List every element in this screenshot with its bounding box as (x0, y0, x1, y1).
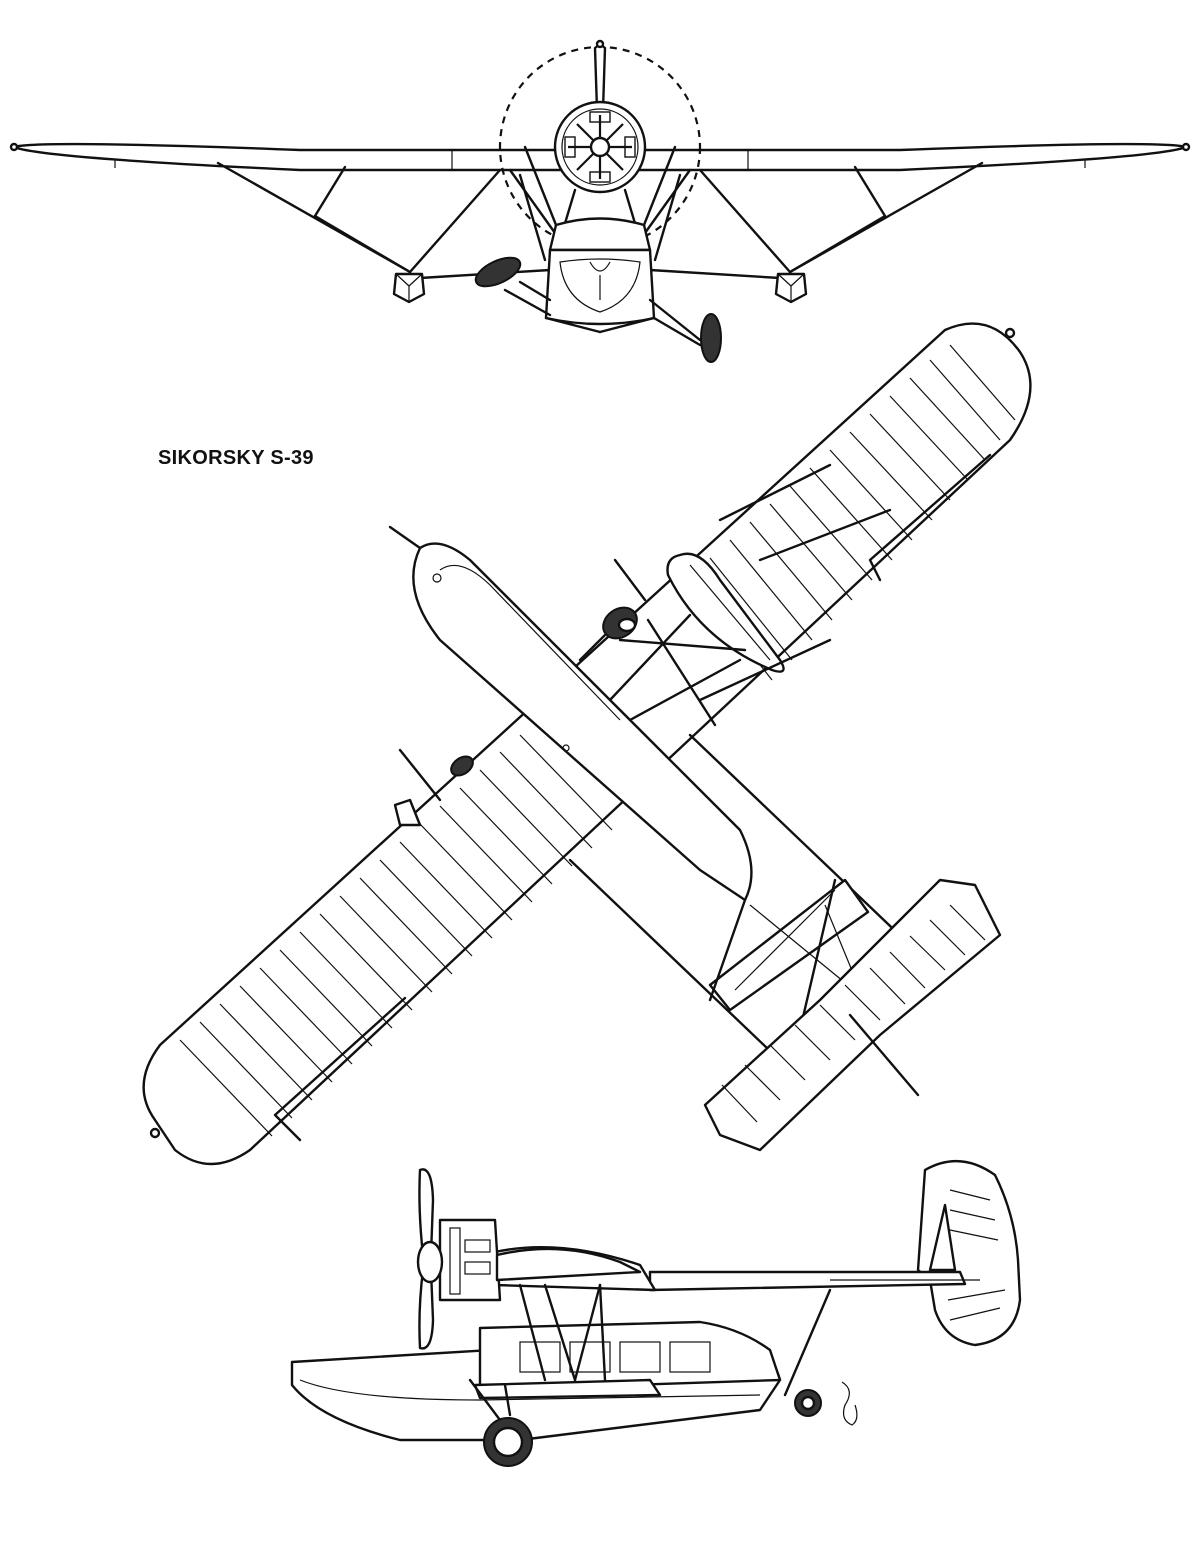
wheel-left (474, 256, 522, 288)
radial-engine (553, 100, 647, 194)
wingtip-light-left (9, 142, 19, 152)
horizontal-tail (703, 878, 1002, 1152)
side-engine (438, 1218, 502, 1302)
side-propeller (416, 1168, 444, 1350)
top-view (142, 322, 1032, 1166)
aileron-right (868, 453, 992, 582)
drawing-title: SIKORSKY S-39 (158, 447, 314, 469)
wheel-right (700, 313, 722, 363)
front-wingtip-float-left (392, 272, 426, 304)
propeller-blade (593, 42, 607, 112)
top-hull (412, 542, 753, 902)
wingtip-light-right (1181, 142, 1191, 152)
front-wingtip-float-right (774, 272, 808, 304)
top-wheel-left (450, 755, 474, 777)
side-cabin (478, 1320, 782, 1392)
side-view (290, 1159, 1022, 1467)
front-wing-struts (216, 161, 984, 280)
front-view (9, 39, 1191, 363)
aileron-left (273, 996, 407, 1142)
side-tail-boom (648, 1270, 967, 1292)
cabin-windows (519, 1341, 711, 1373)
tail-booms (568, 733, 912, 1072)
front-hull (544, 217, 656, 334)
